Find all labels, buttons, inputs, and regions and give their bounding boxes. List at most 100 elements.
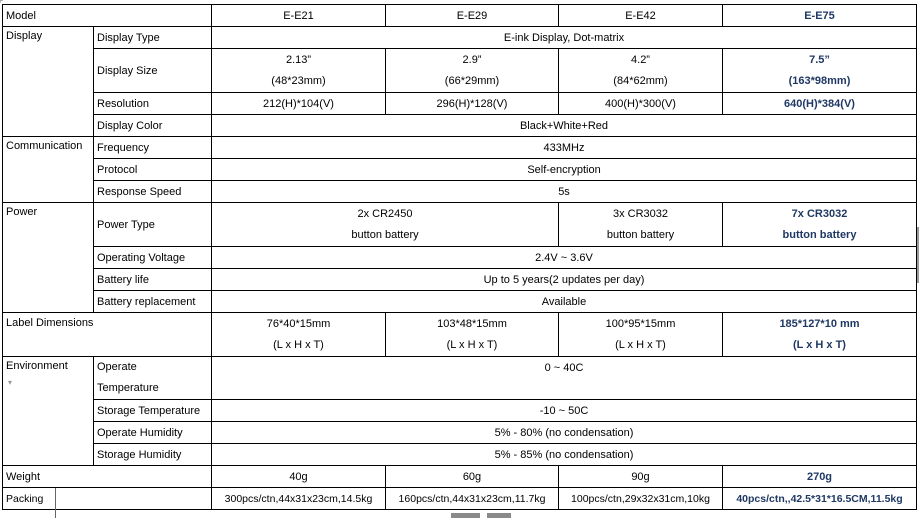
operate-humidity-value: 5% - 80% (no condensation) <box>211 421 917 444</box>
row-operate-humidity: Operate Humidity 5% - 80% (no condensati… <box>3 421 917 444</box>
row-label-dimensions: Label Dimensions 76*40*15mm (L x H x T) … <box>2 312 917 357</box>
row-battery-life: Battery life Up to 5 years(2 updates per… <box>3 268 917 291</box>
weight-label: Weight <box>2 465 212 488</box>
section-communication: Communication <box>2 136 94 203</box>
frequency-value: 433MHz <box>211 136 917 159</box>
resolution-e-e29: 296(H)*128(V) <box>385 92 559 115</box>
power-type-e-e75: 7x CR3032 button battery <box>722 202 917 247</box>
power-type-e-e21-e-e29: 2x CR2450 button battery <box>211 202 559 247</box>
display-size-inches: 2.13” <box>285 54 312 66</box>
model-header-e-e21: E-E21 <box>211 4 386 27</box>
operating-voltage-value: 2.4V ~ 3.6V <box>211 246 917 269</box>
label-dimensions-unit: (L x H x T) <box>615 339 666 351</box>
protocol-value: Self-encryption <box>211 158 917 181</box>
resolution-e-e75: 640(H)*384(V) <box>722 92 917 115</box>
label-dimensions-e-e42: 100*95*15mm (L x H x T) <box>558 312 723 357</box>
table-move-handle-icon[interactable]: + <box>0 0 4 7</box>
row-resolution: Resolution 212(H)*104(V) 296(H)*128(V) 4… <box>3 92 917 115</box>
power-type-battery-kind: button battery <box>782 229 857 241</box>
label-dimensions-value: 103*48*15mm <box>437 318 507 330</box>
resolution-e-e21: 212(H)*104(V) <box>211 92 386 115</box>
weight-e-e21: 40g <box>211 465 386 488</box>
section-display: Display <box>2 26 94 137</box>
display-size-inches: 2.9” <box>462 54 482 66</box>
label-dimensions-label: Label Dimensions <box>2 312 212 357</box>
row-weight: Weight 40g 60g 90g 270g <box>2 465 917 488</box>
weight-e-e29: 60g <box>385 465 559 488</box>
row-battery-replacement: Battery replacement Available <box>3 290 917 313</box>
operate-temperature-label: Operate Temperature <box>93 356 212 400</box>
storage-temperature-value: -10 ~ 50C <box>211 399 917 422</box>
operate-humidity-label: Operate Humidity <box>93 421 212 444</box>
row-operate-temperature: Environment ▾ Operate Temperature 0 ~ 40… <box>2 356 917 466</box>
model-label: Model <box>2 4 212 27</box>
row-power-type: Power Power Type 2x CR2450 button batter… <box>2 202 917 313</box>
packing-cell-divider <box>55 488 56 518</box>
spec-table: Model E-E21 E-E29 E-E42 E-E75 Display Di… <box>2 4 917 510</box>
display-type-label: Display Type <box>93 26 212 49</box>
display-size-e-e42: 4.2” (84*62mm) <box>558 48 723 93</box>
storage-temperature-label: Storage Temperature <box>93 399 212 422</box>
label-dimensions-value: 185*127*10 mm <box>779 318 860 330</box>
row-frequency: Communication Frequency 433MHz <box>2 136 917 203</box>
power-type-battery: 7x CR3032 <box>791 208 848 220</box>
row-display-size: Display Size 2.13” (48*23mm) 2.9” (66*29… <box>3 48 917 93</box>
battery-replacement-value: Available <box>211 290 917 313</box>
storage-humidity-value: 5% - 85% (no condensation) <box>211 443 917 466</box>
response-speed-label: Response Speed <box>93 180 212 203</box>
row-operating-voltage: Operating Voltage 2.4V ~ 3.6V <box>3 246 917 269</box>
power-type-battery-kind: button battery <box>351 229 419 241</box>
display-size-mm: (66*29mm) <box>444 75 500 87</box>
section-environment: Environment ▾ <box>2 356 94 466</box>
chevron-down-icon: ▾ <box>8 378 13 387</box>
row-model: Model E-E21 E-E29 E-E42 E-E75 <box>2 4 917 27</box>
frequency-label: Frequency <box>93 136 212 159</box>
display-type-value: E-ink Display, Dot-matrix <box>211 26 917 49</box>
operate-temperature-label-line1: Operate <box>97 361 137 373</box>
display-size-e-e21: 2.13” (48*23mm) <box>211 48 386 93</box>
label-dimensions-e-e75: 185*127*10 mm (L x H x T) <box>722 312 917 357</box>
operate-temperature-label-line2: Temperature <box>97 382 159 394</box>
model-header-e-e29: E-E29 <box>385 4 559 27</box>
weight-e-e75: 270g <box>722 465 917 488</box>
row-display-color: Display Color Black+White+Red <box>3 114 917 137</box>
packing-e-e75: 40pcs/ctn,,42.5*31*16.5CM,11.5kg <box>722 487 917 510</box>
display-size-label: Display Size <box>93 48 212 93</box>
display-size-mm: (48*23mm) <box>271 75 326 87</box>
packing-e-e29: 160pcs/ctn,44x31x23cm,11.7kg <box>385 487 559 510</box>
resolution-label: Resolution <box>93 92 212 115</box>
label-dimensions-unit: (L x H x T) <box>446 339 498 351</box>
power-type-battery-kind: button battery <box>606 229 675 241</box>
battery-life-value: Up to 5 years(2 updates per day) <box>211 268 917 291</box>
storage-humidity-label: Storage Humidity <box>93 443 212 466</box>
row-response-speed: Response Speed 5s <box>3 180 917 203</box>
label-dimensions-e-e29: 103*48*15mm (L x H x T) <box>385 312 559 357</box>
display-size-inches: 4.2” <box>631 54 650 66</box>
section-power: Power <box>2 202 94 313</box>
operating-voltage-label: Operating Voltage <box>93 246 212 269</box>
display-size-e-e75: 7.5” (163*98mm) <box>722 48 917 93</box>
display-size-inches: 7.5” <box>809 54 830 66</box>
section-environment-label: Environment <box>6 360 68 372</box>
row-storage-temperature: Storage Temperature -10 ~ 50C <box>3 399 917 422</box>
row-packing: Packing 300pcs/ctn,44x31x23cm,14.5kg 160… <box>2 487 917 510</box>
label-dimensions-e-e21: 76*40*15mm (L x H x T) <box>211 312 386 357</box>
row-display-type: Display Display Type E-ink Display, Dot-… <box>2 26 917 137</box>
power-type-battery: 3x CR3032 <box>612 208 669 220</box>
battery-life-label: Battery life <box>93 268 212 291</box>
model-header-e-e42: E-E42 <box>558 4 723 27</box>
label-dimensions-unit: (L x H x T) <box>273 339 324 351</box>
vertical-scrollbar-fragment[interactable] <box>917 227 919 283</box>
display-color-value: Black+White+Red <box>211 114 917 137</box>
power-type-label: Power Type <box>93 202 212 247</box>
display-size-e-e29: 2.9” (66*29mm) <box>385 48 559 93</box>
row-protocol: Protocol Self-encryption <box>3 158 917 181</box>
model-header-e-e75: E-E75 <box>722 4 917 27</box>
operate-temperature-value: 0 ~ 40C <box>211 356 917 400</box>
horizontal-scrollbar-thumb[interactable] <box>451 513 480 518</box>
response-speed-value: 5s <box>211 180 917 203</box>
horizontal-scrollbar-thumb[interactable] <box>487 513 511 518</box>
packing-label: Packing <box>2 487 212 510</box>
packing-e-e42: 100pcs/ctn,29x32x31cm,10kg <box>558 487 723 510</box>
